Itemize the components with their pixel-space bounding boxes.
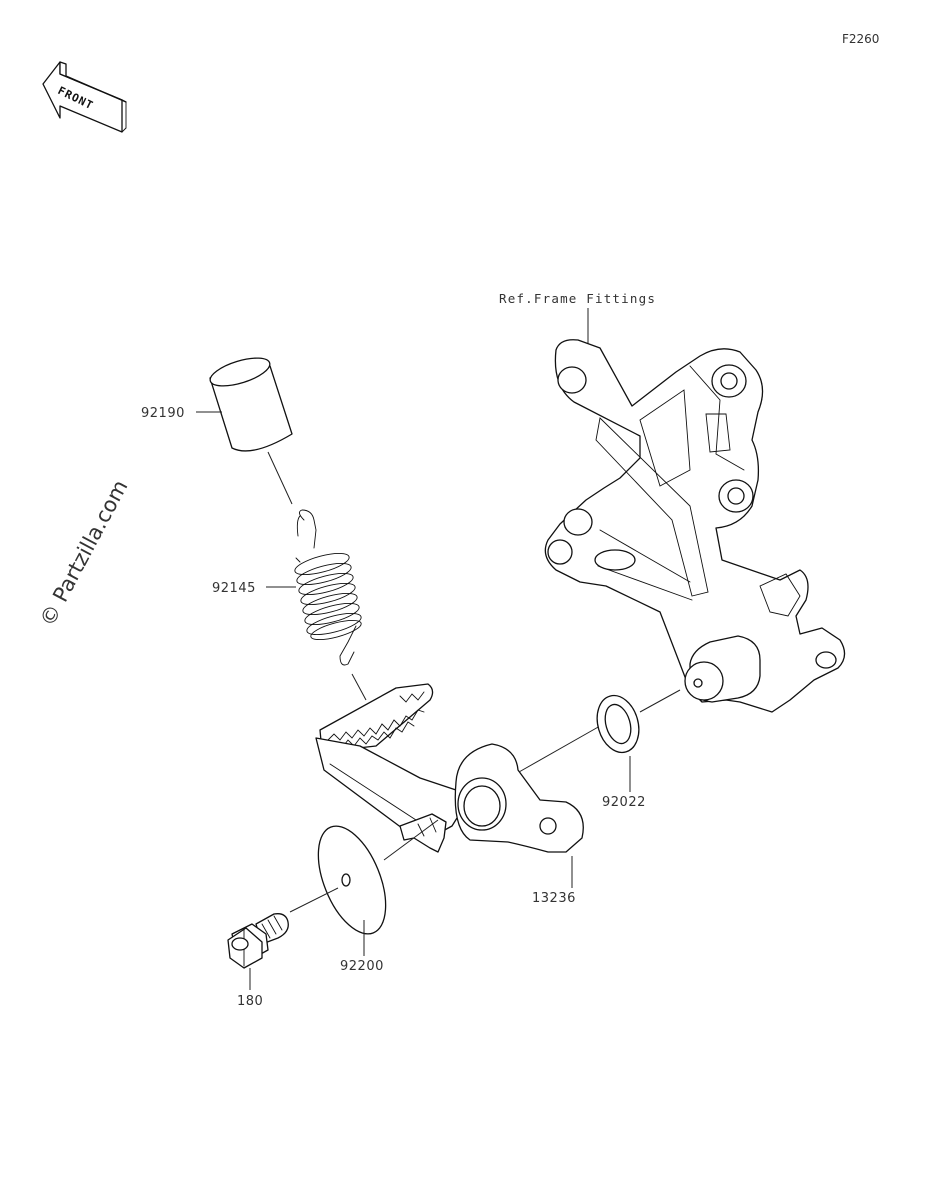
ref-frame-fittings-label: Ref.Frame Fittings	[499, 291, 656, 306]
pedal-rubber-sleeve	[209, 357, 293, 452]
front-direction-arrow-icon: FRONT	[42, 61, 127, 133]
plate-washer	[317, 825, 387, 935]
part-number-13236: 13236	[532, 891, 576, 906]
figure-code: F2260	[842, 32, 879, 46]
flange-bolt	[227, 913, 289, 969]
watermark: © Partzilla.com	[35, 476, 132, 630]
frame-fitting-bracket	[544, 339, 846, 713]
flat-washer	[596, 694, 640, 754]
brake-pedal-lever	[315, 683, 584, 853]
part-number-92022: 92022	[602, 795, 646, 810]
return-spring	[294, 509, 362, 666]
part-number-92145: 92145	[212, 581, 256, 596]
part-number-92200: 92200	[340, 959, 384, 974]
part-number-180: 180	[237, 994, 263, 1009]
part-number-92190: 92190	[141, 406, 185, 421]
